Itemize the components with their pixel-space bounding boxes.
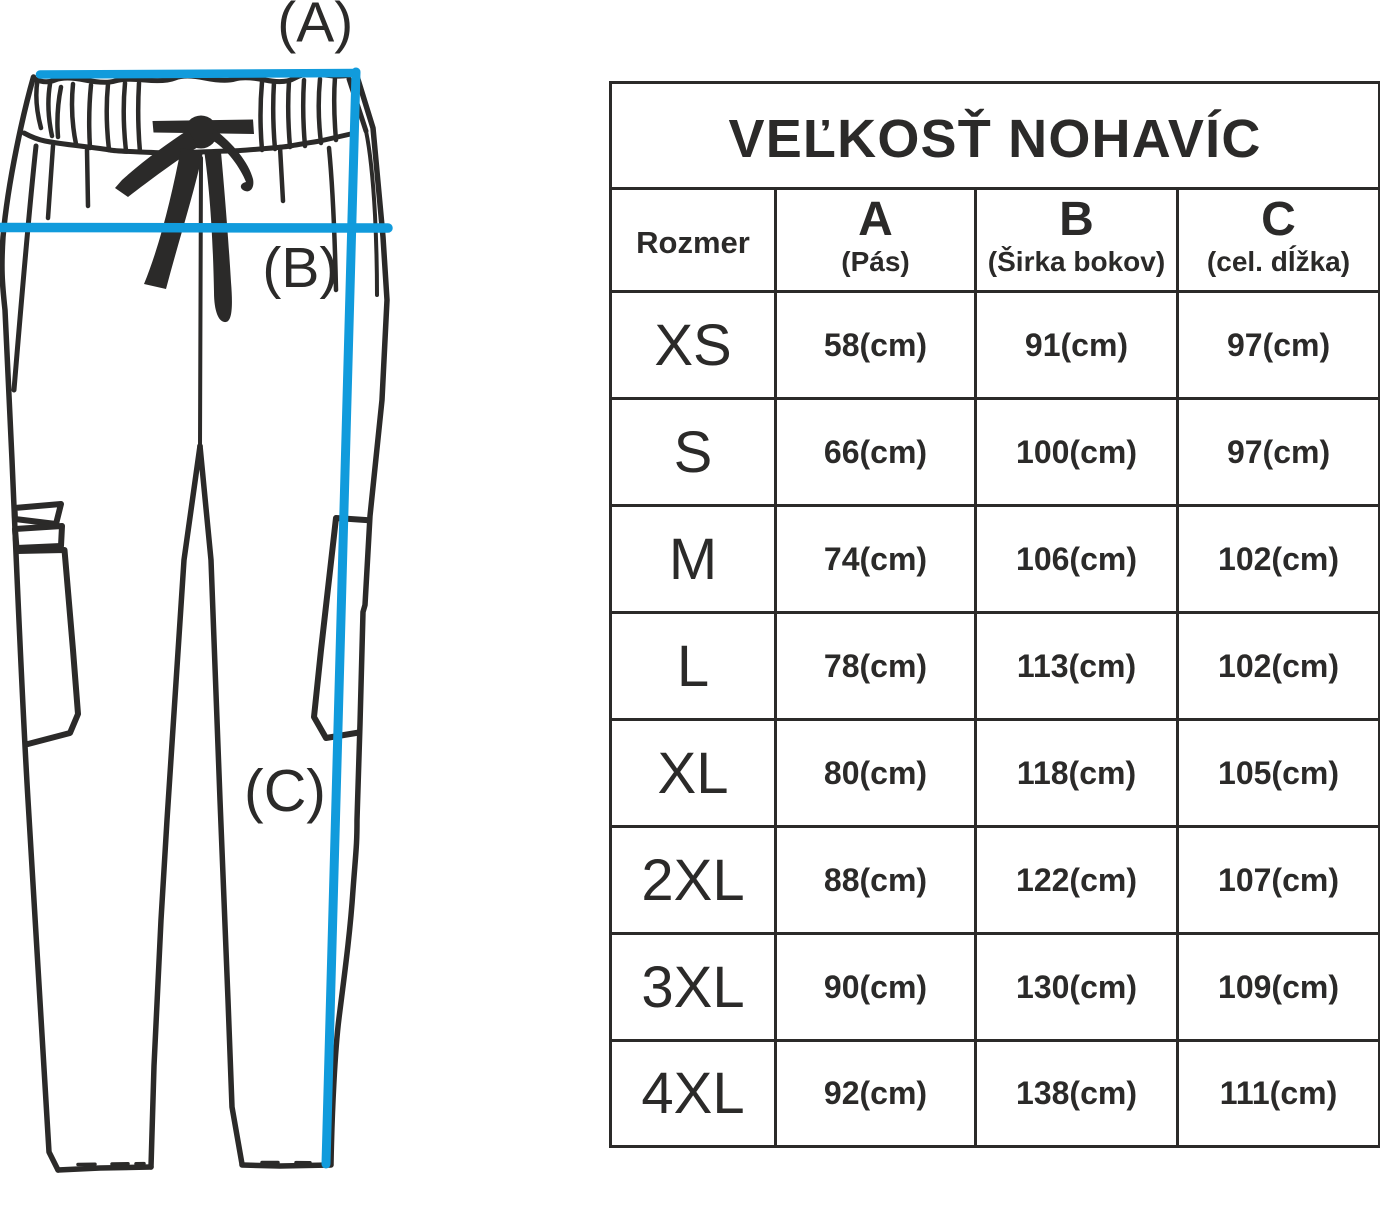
svg-text:(A): (A) (277, 0, 353, 55)
svg-text:(C): (C) (244, 758, 326, 824)
svg-text:(B): (B) (262, 236, 338, 300)
